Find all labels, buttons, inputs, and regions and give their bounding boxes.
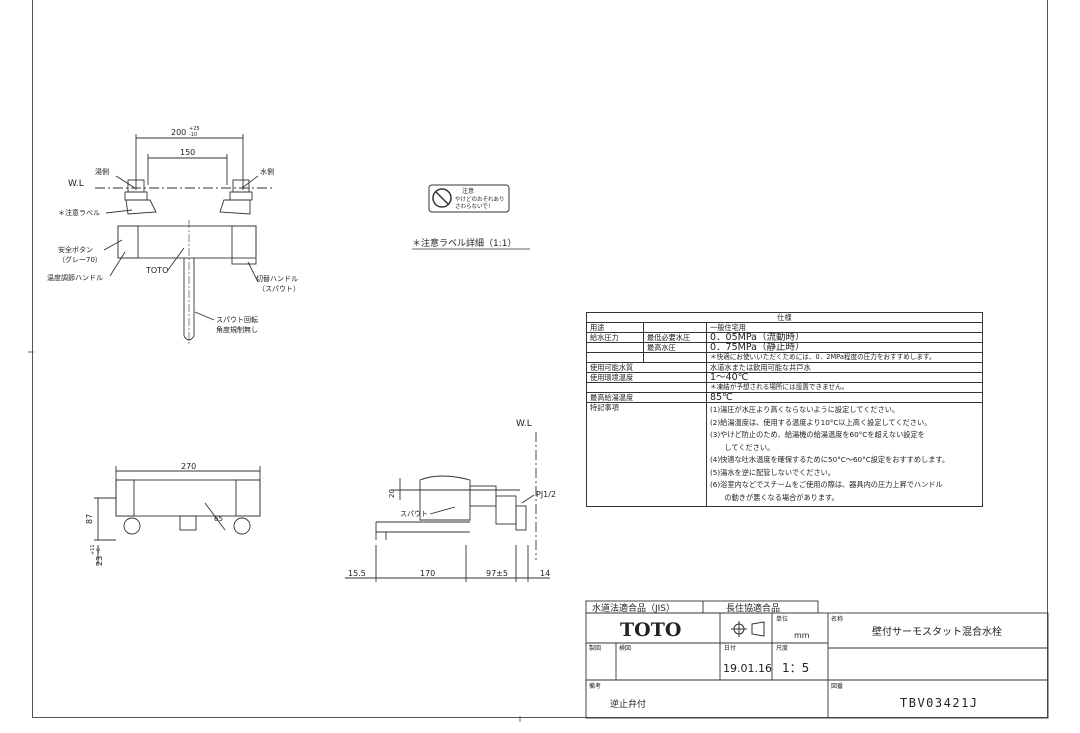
toto-logo: TOTO: [620, 619, 681, 641]
unit-label: 単位: [776, 615, 788, 623]
caution-line1: やけどのおそれあり: [455, 195, 505, 203]
caution-line2: さわらないで！: [455, 203, 493, 210]
date-value: 19.01.16: [723, 662, 772, 675]
special-note: (4)快適な吐水温度を確保するために50°C～60°C設定をおすすめします。: [710, 455, 950, 464]
dim-97: 97±5: [486, 569, 508, 578]
front-view: [95, 134, 275, 345]
caution-label-callout: ＊注意ラベル: [58, 208, 100, 217]
special-note: の動きが悪くなる場合があります。: [710, 492, 839, 502]
spout-note-2: 角度規制無し: [216, 325, 258, 334]
pipe-callout: PJ1/2: [536, 490, 556, 499]
special-note: (1)湯圧が水圧より高くならないように設定してください。: [710, 405, 900, 414]
spout-note-1: スパウト回転: [216, 316, 258, 324]
dim-width: 270: [181, 462, 196, 471]
special-note: (5)湯水を逆に配管しないでください。: [710, 467, 835, 477]
drawn-label: 製図: [589, 644, 601, 652]
special-note: (2)給湯温度は、使用する温度より10°C以上高く設定してください。: [710, 417, 932, 427]
switch-handle-callout: 切替ハンドル: [256, 274, 298, 283]
projection-symbol-icon: [731, 621, 765, 637]
bottom-view-labels: 270 87 23 +11 -6 65: [85, 462, 223, 566]
brand-callout: TOTO: [145, 266, 168, 275]
cert-long: 長住協適合品: [726, 602, 780, 614]
drawing-sheet: [32, 0, 1048, 718]
cold-side-label: 水側: [260, 167, 274, 176]
dim-offset-tol-bottom: -6: [96, 548, 102, 553]
special-note: (6)浴室内などでスチームをご使用の際は、器具内の圧力上昇でハンドル: [710, 480, 943, 489]
dim-offset: 23: [95, 556, 104, 566]
dim-height: 87: [85, 514, 94, 524]
spec-table: 仕様 用途 一般住宅用 給水圧力 最低必要水圧 0．05MPa（流動時） 最高水…: [586, 312, 983, 507]
name-label: 名称: [831, 615, 843, 623]
cert-jis: 水道法適合品（JIS）: [592, 602, 675, 614]
hot-side-label: 湯側: [95, 167, 109, 176]
side-wl: W.L: [516, 419, 532, 429]
special-notes-title: 特記事項: [586, 402, 707, 507]
dim-170: 170: [420, 569, 435, 578]
special-note: してください。: [710, 442, 775, 452]
side-view: [345, 432, 550, 582]
dim-14: 14: [540, 569, 550, 578]
special-notes-row: 特記事項 (1)湯圧が水圧より高くならないように設定してください。 (2)給湯温…: [586, 402, 983, 507]
label-detail-caption: ＊注意ラベル詳細（1:1）: [412, 237, 517, 249]
front-wl: W.L: [68, 179, 84, 189]
caution-label-detail: 注意 やけどのおそれあり さわらないで！ ＊注意ラベル詳細（1:1）: [412, 184, 530, 250]
dim-angle: 65: [214, 515, 223, 523]
side-view-labels: W.L 20 スパウト PJ1/2 15.5 170 97±5 14: [348, 419, 556, 578]
dim-offset-tol-top: +11: [90, 544, 96, 555]
drawing-no-label: 図番: [831, 683, 843, 690]
remarks-label: 備考: [589, 682, 601, 690]
drawing-number: TBV03421J: [900, 696, 979, 710]
bottom-view: [94, 466, 261, 566]
dim-tol-top: +25: [189, 126, 200, 132]
product-name: 壁付サーモスタット混合水栓: [872, 625, 1002, 638]
scale-value: 1：5: [782, 661, 809, 675]
dim-tol-bottom: -10: [189, 132, 197, 138]
check-label: 検図: [619, 644, 631, 652]
unit-value: mm: [794, 631, 810, 640]
dim-15-5: 15.5: [348, 569, 366, 578]
special-notes: (1)湯圧が水圧より高くならないように設定してください。 (2)給湯温度は、使用…: [706, 402, 983, 507]
safety-button-color: （グレー70）: [58, 255, 102, 264]
caution-word: 注意: [462, 187, 474, 195]
dim-centers: 150: [180, 148, 195, 157]
prohibition-icon: [432, 188, 452, 208]
safety-button-callout: 安全ボタン: [58, 245, 93, 254]
scale-label: 尺度: [776, 644, 788, 652]
date-label: 日付: [724, 644, 736, 652]
front-view-labels: 200 +25 -10 150 W.L 湯側 水側 ＊注意ラベル 安全ボタン （…: [47, 126, 300, 334]
dim-overall: 200: [171, 128, 186, 137]
dim-20: 20: [388, 489, 396, 498]
special-note: (3)やけど防止のため、給湯機の給湯温度を60°Cを超えない設定を: [710, 430, 925, 439]
switch-handle-sub: （スパウト）: [258, 285, 300, 293]
spout-callout: スパウト: [400, 510, 428, 518]
temp-handle-callout: 温度調節ハンドル: [47, 273, 103, 282]
remarks-value: 逆止弁付: [610, 698, 646, 710]
